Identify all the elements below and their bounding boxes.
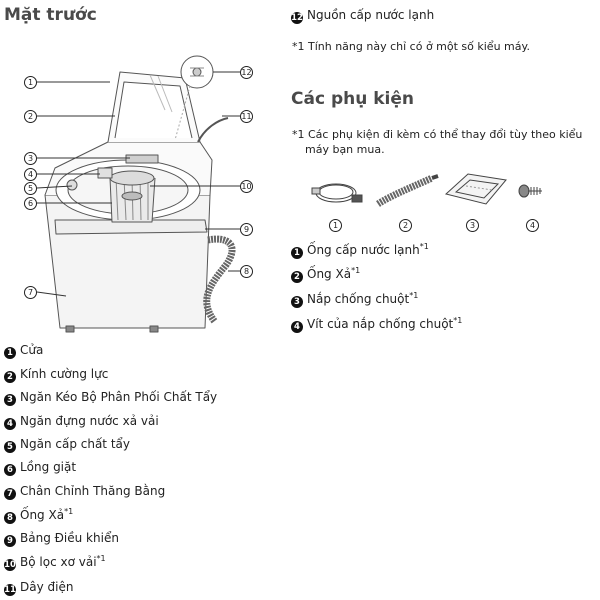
part-label-10: Bộ lọc xơ vải — [20, 555, 97, 569]
callout-4: 4 — [24, 168, 37, 181]
accessories-section-title: Các phụ kiện — [291, 89, 415, 109]
drain-hose-image — [376, 174, 439, 207]
callout-6: 6 — [24, 197, 37, 210]
accessory-label-2: Ống Xả — [307, 267, 352, 281]
part-label-6: Lồng giặt — [20, 460, 77, 474]
part-item-12: 12 Nguồn cấp nước lạnh — [291, 8, 434, 24]
part-number-3: 3 — [4, 394, 16, 406]
accessory-note-2: *1 — [351, 266, 361, 275]
front-section-title: Mặt trước — [4, 5, 97, 25]
part-item-1: 1 Cửa — [4, 343, 43, 359]
accessory-note-4: *1 — [453, 316, 463, 325]
accessories-note-line-1: *1 Các phụ kiện đi kèm có thể thay đổi t… — [292, 128, 583, 141]
part-item-10: 10 Bộ lọc xơ vải*1 — [4, 555, 106, 571]
part-number-7: 7 — [4, 488, 16, 500]
callout-1: 1 — [24, 76, 37, 89]
washing-machine-illustration — [36, 55, 240, 333]
accessory-label-3: Nắp chống chuột — [307, 292, 410, 306]
accessories-note-line-2: máy bạn mua. — [305, 143, 385, 156]
part-label-12: Nguồn cấp nước lạnh — [307, 8, 435, 22]
accessory-item-1: 1 Ống cấp nước lạnh*1 — [291, 243, 429, 259]
part-note-10: *1 — [96, 554, 106, 563]
accessory-number-1: 1 — [291, 247, 303, 259]
front-footnote: *1 Tính năng này chỉ có ở một số kiểu má… — [292, 40, 530, 53]
accessory-label-4: Vít của nắp chống chuột — [307, 317, 454, 331]
part-number-6: 6 — [4, 464, 16, 476]
callout-3: 3 — [24, 152, 37, 165]
part-number-2: 2 — [4, 371, 16, 383]
accessories-illustration — [311, 173, 542, 207]
part-note-8: *1 — [64, 507, 74, 516]
callout-7: 7 — [24, 286, 37, 299]
accessory-number-4: 4 — [291, 321, 303, 333]
callout-10: 10 — [240, 180, 253, 193]
callout-9: 9 — [240, 223, 253, 236]
accessory-image-number-4: 4 — [526, 219, 539, 232]
part-label-7: Chân Chỉnh Thăng Bằng — [20, 484, 166, 498]
accessory-item-4: 4 Vít của nắp chống chuột*1 — [291, 317, 462, 333]
callout-8: 8 — [240, 265, 253, 278]
callout-2: 2 — [24, 110, 37, 123]
callout-11: 11 — [240, 110, 253, 123]
part-label-9: Bảng Điều khiển — [20, 531, 119, 545]
accessory-number-2: 2 — [291, 271, 303, 283]
part-label-11: Dây điện — [20, 580, 74, 594]
accessory-item-2: 2 Ống Xả*1 — [291, 267, 360, 283]
part-item-6: 6 Lồng giặt — [4, 460, 76, 476]
part-number-4: 4 — [4, 418, 16, 430]
callout-12: 12 — [240, 66, 253, 79]
accessory-note-1: *1 — [419, 242, 429, 251]
accessory-image-number-3: 3 — [466, 219, 479, 232]
part-item-5: 5 Ngăn cấp chất tẩy — [4, 437, 130, 453]
part-label-2: Kính cường lực — [20, 367, 109, 381]
accessory-label-1: Ống cấp nước lạnh — [307, 243, 420, 257]
part-item-9: 9 Bảng Điều khiển — [4, 531, 119, 547]
accessory-image-number-1: 1 — [329, 219, 342, 232]
part-number-9: 9 — [4, 535, 16, 547]
part-label-3: Ngăn Kéo Bộ Phân Phối Chất Tẩy — [20, 390, 218, 404]
part-item-2: 2 Kính cường lực — [4, 367, 108, 383]
part-item-8: 8 Ống Xả*1 — [4, 508, 73, 524]
screw-image — [518, 184, 542, 198]
part-item-11: 11 Dây điện — [4, 580, 73, 596]
accessory-item-3: 3 Nắp chống chuột*1 — [291, 292, 418, 308]
part-number-10: 10 — [4, 559, 16, 571]
part-item-4: 4 Ngăn đựng nước xả vải — [4, 414, 159, 430]
accessory-image-number-2: 2 — [399, 219, 412, 232]
accessory-note-3: *1 — [409, 291, 419, 300]
part-number-8: 8 — [4, 512, 16, 524]
rat-cover-image — [444, 173, 507, 205]
part-number-11: 11 — [4, 584, 16, 596]
accessory-number-3: 3 — [291, 296, 303, 308]
part-label-5: Ngăn cấp chất tẩy — [20, 437, 130, 451]
part-item-3: 3 Ngăn Kéo Bộ Phân Phối Chất Tẩy — [4, 390, 217, 406]
part-item-7: 7 Chân Chỉnh Thăng Bằng — [4, 484, 165, 500]
callout-5: 5 — [24, 182, 37, 195]
part-label-1: Cửa — [20, 343, 44, 357]
part-number-12: 12 — [291, 12, 303, 24]
part-number-5: 5 — [4, 441, 16, 453]
part-label-4: Ngăn đựng nước xả vải — [20, 414, 159, 428]
part-label-8: Ống Xả — [20, 508, 65, 522]
cold-water-hose-image — [311, 183, 363, 203]
part-number-1: 1 — [4, 347, 16, 359]
